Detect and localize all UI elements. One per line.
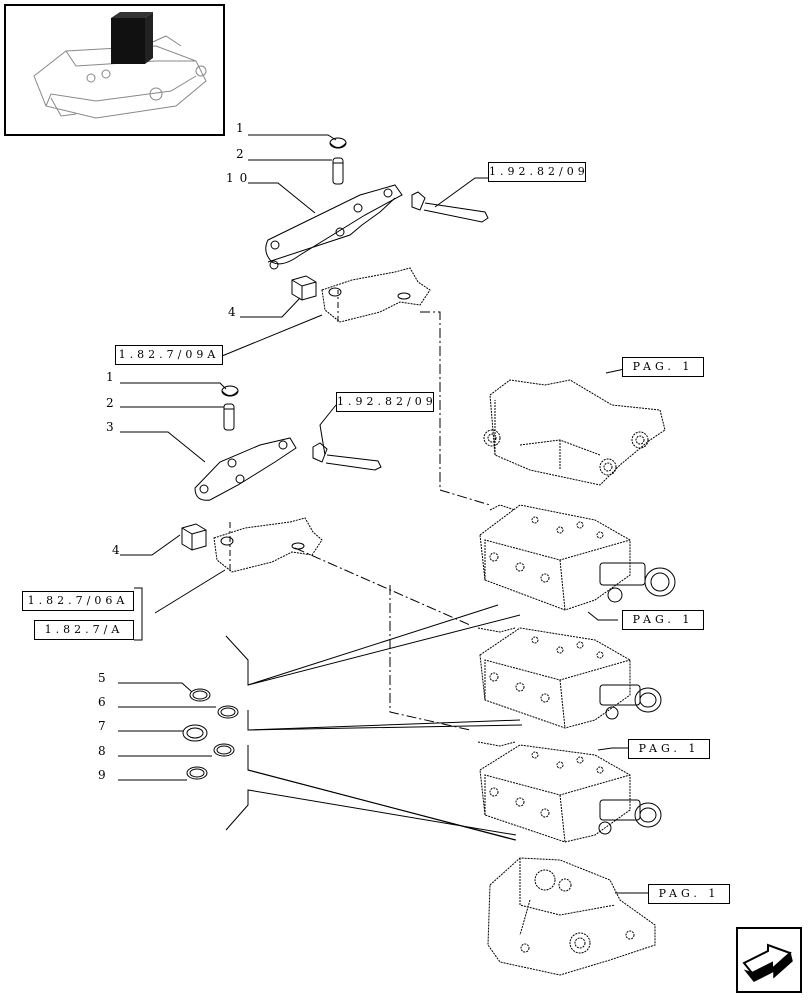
rod-end-upper [411,191,426,211]
valve-bottom [487,857,656,976]
callout-4-upper: 4 [228,305,236,319]
callout-1-lower: 1 [106,370,114,384]
callout-2-upper: 2 [236,147,244,161]
rod-end-lower [312,442,328,463]
callout-6: 6 [98,695,106,709]
ref-link-pag-1-top[interactable]: PAG. 1 [622,357,704,377]
part-10-lever [265,184,403,265]
part-3-lever [194,437,297,501]
part-2-pin-lower [223,403,235,431]
part-7-oring [182,724,208,742]
ref-link-1-92-82-09-lower[interactable]: 1.92.82/09 [336,392,434,412]
valve-section-2 [477,627,631,729]
valve-section-2-spool [599,684,662,720]
callout-7: 7 [98,719,106,733]
valve-section-1 [479,504,631,611]
part-9-seal [186,766,208,780]
ref-link-1-82-7-06a[interactable]: 1.82.7/06A [22,591,134,611]
thumbnail-drawing [33,12,207,119]
ref-link-pag-1-section[interactable]: PAG. 1 [622,610,704,630]
valve-section-3-spool [598,799,662,835]
ref-link-1-82-7-09a[interactable]: 1.82.7/09A [115,345,223,365]
callout-10: 10 [226,171,254,185]
ref-link-pag-1-middle[interactable]: PAG. 1 [628,739,710,759]
callout-1-upper: 1 [236,121,244,135]
valve-top [483,379,666,486]
ref-link-1-92-82-09-upper[interactable]: 1.92.82/09 [488,162,586,182]
next-page-arrow-icon [742,943,793,982]
callout-4-lower: 4 [112,543,120,557]
part-6-seal [217,705,239,719]
part-4-block-upper [291,275,317,301]
part-2-pin [332,157,344,185]
overview-thumbnail [4,4,225,136]
highlight-block [111,18,145,64]
ref-link-1-82-7-a[interactable]: 1.82.7/A [34,620,134,640]
part-5-seal [189,688,211,702]
callout-3: 3 [106,420,114,434]
valve-section-1-spool [599,562,676,603]
callout-9: 9 [98,768,106,782]
part-4-block-lower [181,523,207,551]
callout-8: 8 [98,744,106,758]
part-8-seal [213,743,235,757]
callout-5: 5 [98,671,106,685]
next-page-button[interactable] [736,927,802,993]
part-1-washer [329,137,347,149]
ref-link-pag-1-bottom[interactable]: PAG. 1 [648,884,730,904]
valve-section-3 [477,741,631,843]
callout-2-lower: 2 [106,396,114,410]
